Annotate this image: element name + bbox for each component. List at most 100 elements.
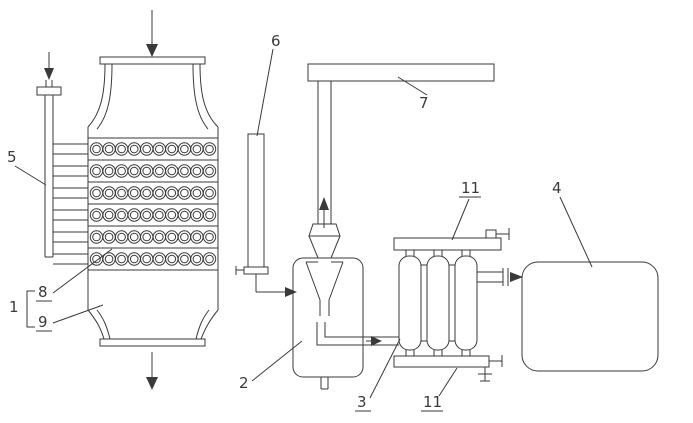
tube-circle — [142, 210, 151, 220]
tube-circle — [104, 188, 114, 198]
tube-circle — [92, 166, 101, 176]
tube-circle — [117, 144, 126, 154]
tube-circle — [140, 186, 154, 200]
tube-circle — [165, 230, 179, 244]
tube-circle — [167, 254, 177, 264]
label-5: 5 — [7, 148, 17, 166]
tube-circle — [167, 232, 177, 242]
tube-circle — [117, 254, 126, 264]
tube-circle — [202, 142, 217, 156]
tube-circle — [92, 210, 101, 220]
tube-circle — [167, 188, 177, 198]
leader-4 — [559, 196, 593, 268]
tube-circle — [127, 208, 141, 222]
flow-arrow-up-downcomer — [319, 197, 329, 228]
label-7: 7 — [419, 94, 429, 112]
tube-circle — [165, 186, 179, 200]
tube-circle — [142, 166, 151, 176]
tube-circle — [142, 188, 151, 198]
left-pipe-flange — [36, 86, 62, 96]
label-11-bottom: 11 — [423, 393, 442, 411]
bracket-1 — [26, 290, 35, 328]
tube-circle — [190, 230, 204, 244]
tube-circle — [89, 186, 104, 200]
tube-circle — [190, 208, 204, 222]
tube-circle — [202, 252, 217, 266]
tube-circle — [114, 230, 129, 244]
vessel-bottom-bell-left-outer — [87, 309, 105, 340]
tube-circle — [89, 164, 104, 178]
tube-circle — [165, 142, 179, 156]
tube-circle — [152, 164, 167, 178]
storage-tank — [521, 261, 659, 372]
tube-circle — [180, 144, 189, 154]
tube-bundle — [88, 137, 218, 271]
tube-circle — [142, 254, 151, 264]
tube-circle — [102, 164, 116, 178]
tube-grid — [89, 142, 217, 266]
leader-6 — [256, 48, 274, 137]
tube-circle — [104, 166, 114, 176]
flow-arrow-down-left-pipe — [44, 52, 54, 80]
tube-headers-left — [53, 143, 88, 265]
tube-circle — [205, 254, 214, 264]
leader-5 — [14, 165, 47, 186]
downcomer-pipe — [308, 81, 341, 259]
tube-circle — [167, 166, 177, 176]
tube-circle — [89, 208, 104, 222]
tube-circle — [129, 232, 139, 242]
label-6: 6 — [271, 32, 281, 50]
vessel-bottom-bell-right-outer — [200, 309, 219, 340]
leader-2 — [251, 340, 303, 382]
tube-circle — [180, 210, 189, 220]
label-11-top: 11 — [461, 179, 480, 197]
tube-circle — [117, 188, 126, 198]
leader-8 — [52, 248, 113, 294]
tube-circle — [92, 144, 101, 154]
vessel-bottom-bell-left-inner — [96, 309, 111, 340]
internal-funnel — [305, 261, 344, 316]
internal-outlet-pipe — [316, 322, 399, 346]
tube-circle — [202, 230, 217, 244]
tube-circle — [129, 188, 139, 198]
tube-circle — [205, 166, 214, 176]
tube-circle — [205, 232, 214, 242]
tube-circle — [117, 166, 126, 176]
tube-circle — [114, 164, 129, 178]
tube-circle — [102, 208, 116, 222]
tube-circle — [177, 230, 192, 244]
tube-circle — [202, 186, 217, 200]
tube-circle — [152, 186, 167, 200]
label-4: 4 — [552, 179, 562, 197]
tube-circle — [202, 208, 217, 222]
leader-11-top — [451, 198, 470, 241]
tube-circle — [155, 166, 164, 176]
tube-circle — [177, 142, 192, 156]
tube-circle — [190, 252, 204, 266]
tube-circle — [155, 188, 164, 198]
tube-circle — [165, 252, 179, 266]
tube-circle — [117, 210, 126, 220]
tube-circle — [140, 164, 154, 178]
flow-arrow-down-top — [146, 10, 158, 57]
tube-circle — [190, 164, 204, 178]
left-header-pipe — [36, 80, 62, 258]
tube-circle — [142, 232, 151, 242]
tube-circle — [140, 208, 154, 222]
tube-circle — [165, 208, 179, 222]
tube-circle — [89, 230, 104, 244]
tube-circle — [177, 208, 192, 222]
main-vessel — [87, 56, 219, 347]
tube-circle — [104, 232, 114, 242]
tube-circle — [155, 144, 164, 154]
tube-circle — [127, 252, 141, 266]
tube-circle — [114, 252, 129, 266]
leader-9 — [52, 304, 104, 324]
vessel-top-bell-left-inner — [96, 63, 113, 130]
tube-circle — [202, 164, 217, 178]
tube-circle — [177, 186, 192, 200]
tube-circle — [192, 254, 202, 264]
tube-circle — [167, 144, 177, 154]
tube-circle — [102, 142, 116, 156]
